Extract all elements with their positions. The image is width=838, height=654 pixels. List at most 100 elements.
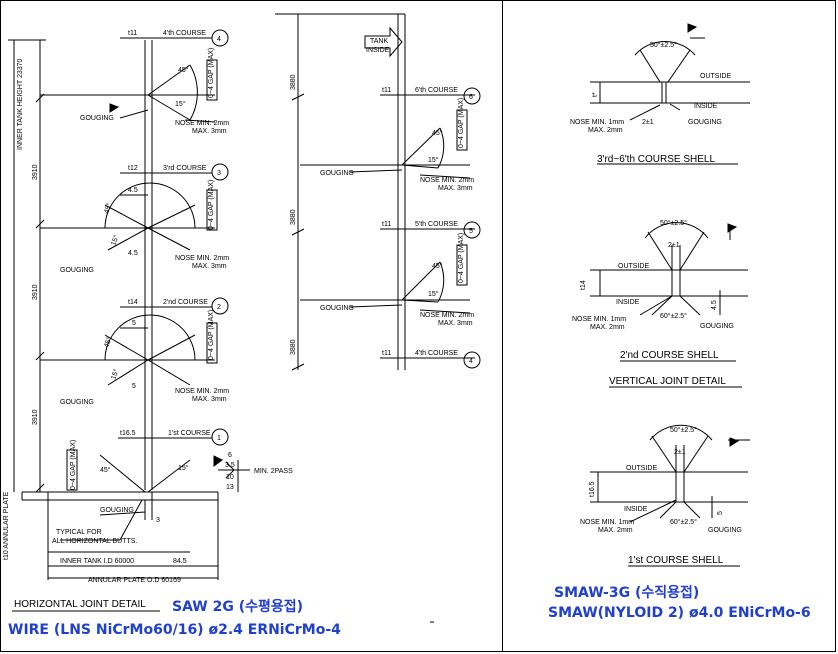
vjd-bot-gap: 2±1 — [674, 449, 686, 456]
height-right-1: 3880 — [290, 74, 297, 90]
vjd-mid-outside: OUTSIDE — [618, 263, 649, 270]
height-right-3: 3880 — [290, 339, 297, 355]
course-height-1: 3910 — [32, 164, 39, 180]
tank-inside-1: TANK — [370, 38, 388, 45]
angle45-r2: 45° — [432, 262, 443, 270]
gap-label-1st: 0~4 GAP (MAX) — [70, 440, 77, 490]
course-height-3: 3910 — [32, 409, 39, 425]
vjd-title-bot: 1'st COURSE SHELL — [628, 555, 724, 566]
vjd-title-top: 3'rd~6'th COURSE SHELL — [597, 154, 715, 165]
dim45b-3rd: 4.5 — [128, 250, 138, 257]
course-height-2: 3910 — [32, 284, 39, 300]
vjd-mid-nose1: NOSE MIN. 1mm — [572, 316, 626, 323]
nose2-4th: MAX. 3mm — [192, 128, 227, 135]
rcourse5-thk: t11 — [382, 221, 391, 228]
vjd-mid-angle: 50°±2.5° — [660, 219, 687, 227]
annular-od: ANNULAR PLATE O.D 60169 — [88, 577, 181, 584]
nose2-r2: MAX. 3mm — [438, 320, 473, 327]
vjd-bot — [590, 424, 750, 523]
vjd-mid-nose2: MAX. 2mm — [590, 324, 625, 331]
angle15-3rd: 15° — [109, 234, 120, 247]
course3-thk: t12 — [128, 165, 138, 172]
nose1-r2: NOSE MIN. 2mm — [420, 312, 474, 319]
angle-15-4th: 15° — [175, 100, 186, 108]
joint-detail-4th — [40, 59, 218, 123]
vjd-mid-inside: INSIDE — [616, 299, 640, 306]
course3-num: 3 — [217, 170, 221, 177]
vjd-mid-gap: 2±1 — [668, 242, 680, 249]
gap-label-2nd: 0~4 GAP (MAX) — [208, 310, 215, 360]
inner-tank-id: INNER TANK I.D 60000 — [60, 558, 134, 565]
flag-icon — [109, 103, 120, 113]
angle15-r1: 15° — [428, 156, 439, 164]
rcourse5-num: 5 — [469, 228, 473, 235]
dim45-3rd: 4.5 — [128, 187, 138, 194]
angle45-1st: 45° — [100, 466, 111, 474]
vjd-title-mid: 2'nd COURSE SHELL — [620, 350, 719, 361]
right-shell-plate — [275, 13, 481, 371]
course2-num: 2 — [217, 304, 221, 311]
left-course-labels — [118, 29, 229, 446]
vjd-top-gouging: GOUGING — [688, 119, 722, 126]
course2-thk: t14 — [128, 299, 138, 306]
dim5b-2nd: 5 — [132, 383, 136, 390]
angle-45-4th: 45° — [178, 66, 189, 74]
nose1-4th: NOSE MIN. 2mm — [175, 120, 229, 127]
rcourse4-num: 4 — [469, 358, 473, 365]
course1-name: 1'st COURSE — [168, 430, 211, 437]
annular-plate — [21, 449, 219, 580]
vjd-top-gap: 2±1 — [642, 119, 654, 126]
rcourse6-thk: t11 — [382, 87, 391, 94]
fillet-13: 13 — [226, 484, 234, 491]
dim5-2nd: 5 — [132, 320, 136, 327]
inner-tank-height-label: INNER TANK HEIGHT 23370 — [17, 58, 24, 150]
vjd-top — [590, 23, 750, 121]
joint-detail-5th — [300, 244, 471, 314]
vjd-top-outside: OUTSIDE — [700, 73, 731, 80]
vjd-mid — [590, 222, 748, 316]
vjd-top-t: t* — [592, 92, 599, 97]
tank-inside-2: INSIDE — [366, 47, 390, 54]
angle45-2nd: 45° — [102, 336, 113, 349]
left-shell-plate — [144, 40, 153, 490]
vjd-bot-gouging: GOUGING — [708, 527, 742, 534]
angle15-2nd: 15° — [109, 368, 120, 381]
vjd-mid-t: t14 — [580, 280, 587, 290]
angle45-r1: 45° — [432, 129, 443, 137]
gouging-1st: GOUGING — [100, 507, 134, 514]
gouging-r2: GOUGING — [320, 305, 354, 312]
course1-num: 1 — [217, 435, 221, 442]
nose1-r1: NOSE MIN. 2mm — [420, 177, 474, 184]
rcourse5-name: 5'th COURSE — [415, 221, 458, 228]
angle45-3rd: 45° — [102, 202, 113, 215]
wire-caption: WIRE (LNS NiCrMo60/16) ø2.4 ERNiCrMo-4 — [8, 622, 341, 638]
vjd-mid-45: 4.5 — [711, 300, 718, 310]
typical-2: ALL HORIZONTAL BUTTS. — [52, 538, 137, 545]
nose1-2nd: NOSE MIN. 2mm — [175, 388, 229, 395]
joint-detail-2nd — [40, 314, 218, 386]
vjd-bot-5: 5 — [717, 511, 724, 515]
dim3-1st: 3 — [156, 517, 160, 524]
height-right-2: 3880 — [290, 209, 297, 225]
course3-name: 3'rd COURSE — [163, 165, 207, 172]
vjd-mid-gouging: GOUGING — [700, 323, 734, 330]
rcourse4-name: 4'th COURSE — [415, 350, 458, 357]
joint-detail-6th — [300, 109, 471, 179]
vjd-bot-angle: 50°±2.5° — [670, 426, 697, 434]
vjd-mid-angle60: 60°±2.5° — [660, 312, 687, 320]
vjd-top-nose2: MAX. 2mm — [588, 127, 623, 134]
course4-name: 4'th COURSE — [163, 30, 206, 37]
gouging-2nd: GOUGING — [60, 399, 94, 406]
gap-right-2: 0~4 GAP (MAX) — [458, 233, 465, 283]
rcourse4-thk: t11 — [382, 350, 391, 357]
course2-name: 2'nd COURSE — [163, 299, 208, 306]
angle15-r2: 15° — [428, 290, 439, 298]
fillet-6: 6 — [228, 452, 232, 459]
gouging-r1: GOUGING — [320, 170, 354, 177]
vjd-title-vjd: VERTICAL JOINT DETAIL — [609, 376, 726, 387]
vjd-bot-inside: INSIDE — [624, 506, 648, 513]
vjd-bot-nose1: NOSE MIN. 1mm — [580, 519, 634, 526]
vjd-top-nose1: NOSE MIN. 1mm — [570, 119, 624, 126]
